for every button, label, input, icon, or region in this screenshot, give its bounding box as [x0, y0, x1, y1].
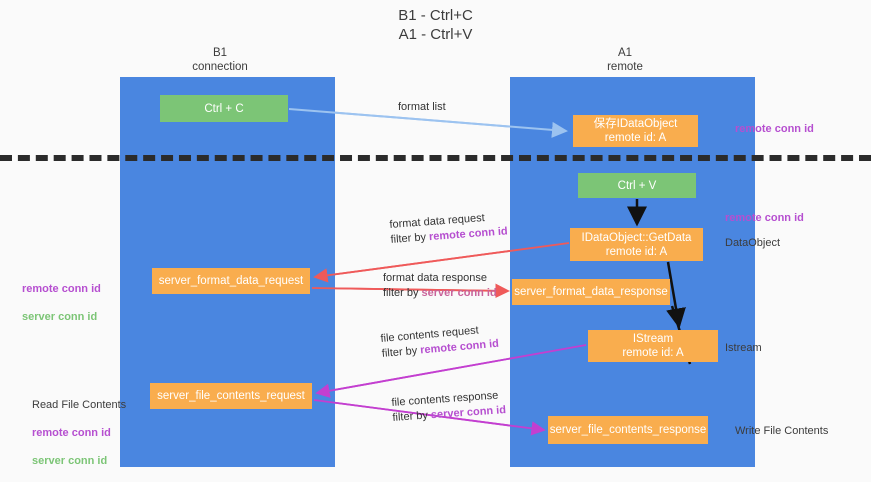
- edge-label-filter-prefix: filter by: [383, 287, 422, 299]
- edge-label-format-data-response: format data response filter by server co…: [383, 271, 497, 301]
- annotation-left-conn-ids: remote conn id server conn id: [22, 268, 101, 338]
- arrow-file-contents-response-overlay: [313, 399, 546, 436]
- node-server-file-contents-request[interactable]: server_file_contents_request: [150, 383, 312, 409]
- annotation-left-remote-conn-id: remote conn id: [22, 283, 101, 295]
- diagram-canvas: B1 - Ctrl+C A1 - Ctrl+V B1 connection A1…: [0, 7, 871, 467]
- edge-label-keyword: server conn id: [430, 404, 507, 422]
- annotation-right-remote-conn-id-top: remote conn id: [735, 123, 814, 135]
- annotation-right-write-file-contents: Write File Contents: [735, 425, 829, 437]
- arrow-format-data-request-overlay: [313, 242, 570, 283]
- annotation-left-read-file-contents-title: Read File Contents: [32, 399, 127, 411]
- phase-separator-divider: [0, 155, 871, 161]
- arrow-format-data-response-overlay: [311, 283, 510, 299]
- node-server-file-contents-response[interactable]: server_file_contents_response: [548, 416, 708, 444]
- connector-overlay: [288, 108, 692, 436]
- page-title: B1 - Ctrl+C A1 - Ctrl+V: [398, 7, 473, 43]
- node-server-format-data-request[interactable]: server_format_data_request: [152, 268, 310, 294]
- annotation-left-server-conn-id: server conn id: [22, 311, 98, 323]
- edge-label-filter-prefix: filter by: [392, 409, 432, 424]
- annotation-right-remote-conn-id-middle: remote conn id: [725, 212, 804, 224]
- edge-label-line2: filter by server conn id: [383, 286, 497, 301]
- node-idataobject-getdata[interactable]: IDataObject::GetData remote id: A: [570, 228, 703, 261]
- arrow-getdata-istream-overlay: [666, 261, 686, 329]
- node-istream[interactable]: IStream remote id: A: [588, 330, 718, 362]
- column-header-a1: A1 remote: [607, 47, 643, 73]
- annotation-left-read-file-contents: Read File Contents remote conn id server…: [32, 384, 126, 482]
- edge-label-keyword: server conn id: [421, 287, 497, 299]
- node-ctrl-v[interactable]: Ctrl + V: [578, 173, 696, 198]
- node-ctrl-c[interactable]: Ctrl + C: [160, 95, 288, 122]
- edge-label-filter-prefix: filter by: [390, 231, 430, 246]
- annotation-left-remote-conn-id-2: remote conn id: [32, 427, 111, 439]
- annotation-right-istream: Istream: [725, 342, 762, 354]
- edge-label-line1: format data response: [383, 272, 487, 284]
- node-server-format-data-response[interactable]: server_format_data_response: [512, 279, 670, 305]
- edge-label-format-list: format list: [398, 100, 446, 115]
- node-idataobject-store[interactable]: 保存IDataObject remote id: A: [573, 115, 698, 147]
- column-header-b1: B1 connection: [192, 47, 248, 73]
- arrow-format-list-overlay: [288, 108, 568, 138]
- annotation-left-server-conn-id-2: server conn id: [32, 455, 108, 467]
- edge-label-line1: format list: [398, 101, 446, 113]
- edge-label-filter-prefix: filter by: [381, 344, 421, 360]
- annotation-right-dataobject: DataObject: [725, 237, 781, 249]
- arrow-file-contents-request-overlay: [315, 344, 587, 398]
